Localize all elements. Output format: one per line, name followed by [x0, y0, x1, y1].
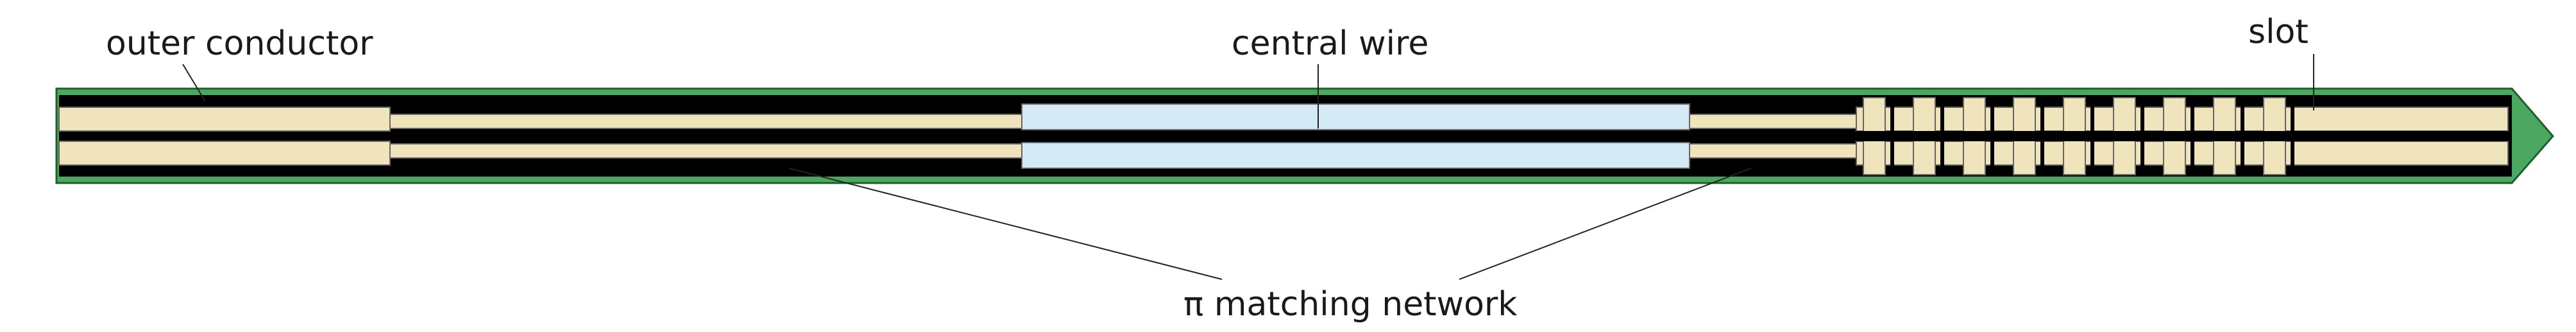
matching-section-2-lower — [1689, 143, 1857, 159]
central-wire-lower — [1021, 142, 1690, 169]
slot-label: slot — [2248, 13, 2309, 51]
outer-conductor-label: outer conductor — [106, 24, 373, 63]
central-wire-upper — [1021, 103, 1690, 130]
leader-matching-right — [1459, 168, 1752, 280]
matching-network-label: π matching network — [1183, 285, 1518, 324]
central-wire-label: central wire — [1232, 24, 1429, 63]
slot-gaps — [1856, 97, 2508, 175]
matching-section-2-upper — [1689, 114, 1857, 129]
outer-conductor-lower — [58, 141, 391, 166]
leader-matching-left — [788, 168, 1223, 280]
arrow-tip — [2512, 96, 2545, 176]
leader-outer-conductor — [182, 64, 206, 102]
slot-center-divider — [1856, 131, 2508, 141]
outer-conductor-upper — [58, 107, 391, 132]
matching-section-1-lower — [389, 143, 1022, 159]
matching-section-1-upper — [389, 114, 1022, 129]
